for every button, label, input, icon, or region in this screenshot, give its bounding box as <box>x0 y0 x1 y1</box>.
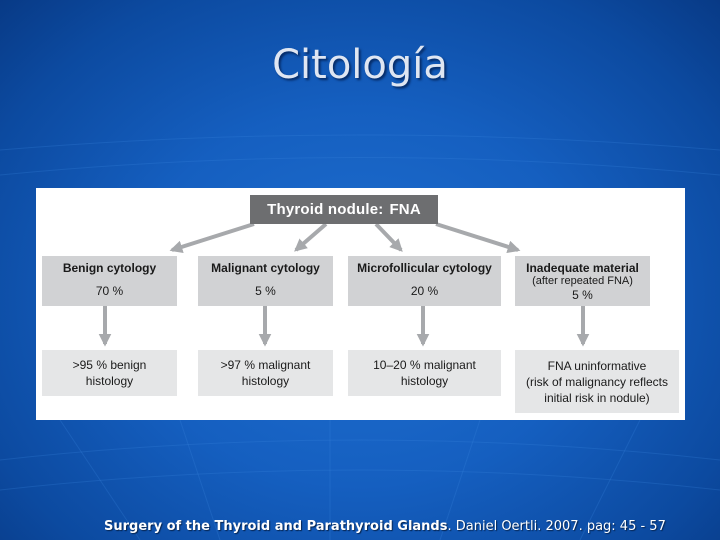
category-subtitle: (after repeated FNA) <box>532 275 633 287</box>
arrow-root-malignant <box>294 222 328 252</box>
category-percent: 5 % <box>572 288 593 302</box>
category-title: Inadequate material <box>526 261 639 275</box>
category-benign: Benign cytology 70 % <box>42 256 177 306</box>
slide-title: Citología <box>272 42 448 88</box>
category-title: Benign cytology <box>62 261 157 275</box>
result-benign: >95 % benign histology <box>42 350 177 396</box>
result-microfollicular: 10–20 % malignant histology <box>348 350 501 396</box>
result-malignant: >97 % malignant histology <box>198 350 333 396</box>
root-node-label: Thyroid nodule: <box>267 201 384 218</box>
category-percent: 20 % <box>410 284 439 298</box>
result-inadequate: FNA uninformative (risk of malignancy re… <box>515 350 679 413</box>
category-percent: 70 % <box>95 284 124 298</box>
category-percent: 5 % <box>255 284 276 298</box>
flow-arrows <box>98 222 590 347</box>
category-microfollicular: Microfollicular cytology 20 % <box>348 256 501 306</box>
category-malignant: Malignant cytology 5 % <box>198 256 333 306</box>
category-title: Malignant cytology <box>211 261 320 275</box>
category-title: Microfollicular cytology <box>357 261 492 275</box>
arrow-root-microfollicular <box>374 222 403 252</box>
arrow-root-benign <box>169 222 255 254</box>
citation-details: . Daniel Oertli. 2007. pag: 45 - 57 <box>447 519 666 534</box>
citation-book-title: Surgery of the Thyroid and Parathyroid G… <box>104 519 448 534</box>
root-node-thyroid-nodule: Thyroid nodule: FNA <box>250 195 438 224</box>
citation: Surgery of the Thyroid and Parathyroid G… <box>104 519 714 534</box>
category-inadequate: Inadequate material (after repeated FNA)… <box>515 256 650 306</box>
arrow-root-inadequate <box>435 222 521 254</box>
root-node-emphasis: FNA <box>389 201 421 218</box>
flowchart-panel: Thyroid nodule: FNA Benign cytology 70 %… <box>36 188 685 420</box>
